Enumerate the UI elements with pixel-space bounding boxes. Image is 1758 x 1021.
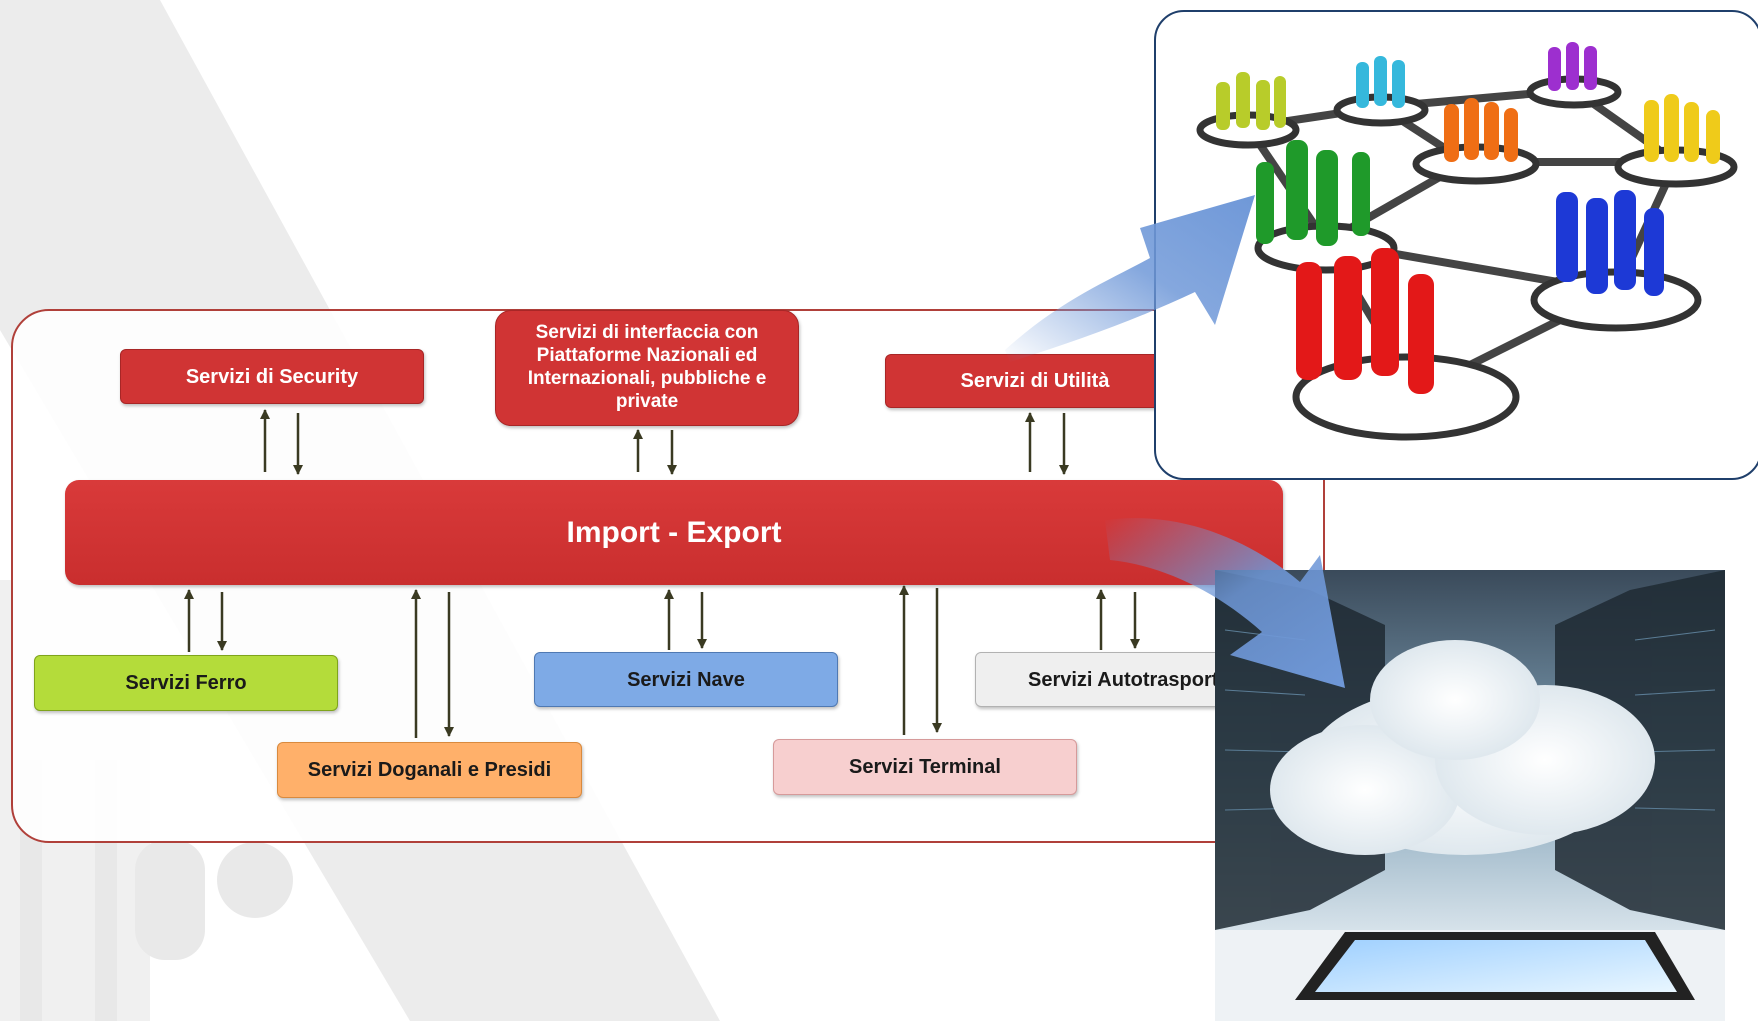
import-export-label: Import - Export xyxy=(566,515,782,549)
security-services-label: Servizi di Security xyxy=(185,365,359,388)
security-services-box: Servizi di Security xyxy=(120,349,424,404)
customs-services-label: Servizi Doganali e Presidi xyxy=(307,759,552,781)
rail-services-label: Servizi Ferro xyxy=(125,672,247,694)
rail-services-box: Servizi Ferro xyxy=(34,655,338,711)
people-network-icon xyxy=(1196,42,1738,441)
terminal-services-box: Servizi Terminal xyxy=(773,739,1077,795)
ship-services-box: Servizi Nave xyxy=(534,652,838,707)
utility-services-label: Servizi di Utilità xyxy=(960,370,1110,392)
customs-services-box: Servizi Doganali e Presidi xyxy=(277,742,582,798)
arrow-to-network-icon xyxy=(1005,195,1255,362)
arrow-to-cloud-icon xyxy=(1105,518,1345,688)
interface-services-label: Servizi di interfaccia con Piattaforme N… xyxy=(527,322,767,412)
trucking-services-label: Servizi Autotrasporto xyxy=(1028,668,1231,691)
ship-services-label: Servizi Nave xyxy=(627,668,745,691)
import-export-box: Import - Export xyxy=(65,480,1283,585)
interface-services-box: Servizi di interfaccia con Piattaforme N… xyxy=(495,310,799,426)
terminal-services-label: Servizi Terminal xyxy=(849,756,1001,778)
utility-services-box: Servizi di Utilità xyxy=(885,354,1185,408)
people-network-image xyxy=(1154,10,1758,480)
